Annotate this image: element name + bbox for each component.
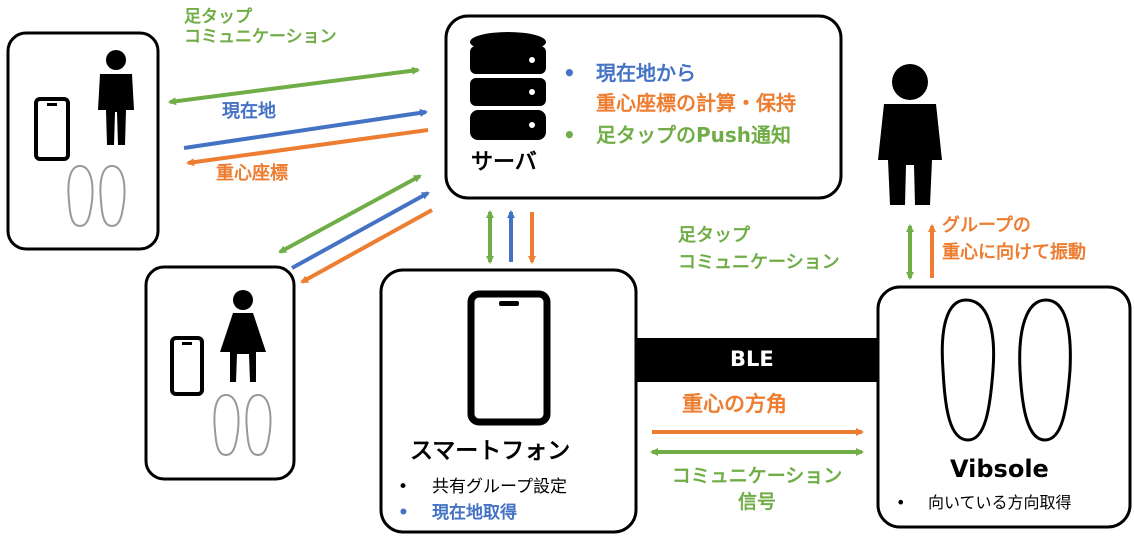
server-title: サーバ (471, 150, 537, 175)
server-bullet-1: 現在地から (596, 61, 696, 85)
comm-signal-line2: 信号 (737, 490, 776, 513)
smartphone-item-2: 現在地取得 (432, 503, 517, 523)
foot-tap-line2: コミュニケーション (184, 26, 337, 47)
user-box-bottom (144, 265, 296, 481)
arrow-foot-tap-bottom (278, 174, 422, 254)
ble-label: BLE (730, 347, 774, 371)
vibrate-line2: 重心に向けて振動 (942, 241, 1086, 263)
arrow-centroid-bottom (300, 208, 433, 284)
ble-bar (636, 338, 878, 382)
arrow-location-bottom (291, 191, 430, 270)
server-bullet-1-marker: • (563, 61, 576, 85)
vibsole-title: Vibsole (950, 455, 1049, 483)
person-foot-tap-line1: 足タップ (678, 225, 750, 246)
vibsole-box (876, 285, 1132, 529)
arrow-centroid-top (186, 128, 429, 167)
direction-label: 重心の方角 (682, 392, 787, 416)
person-male-icon (98, 50, 134, 145)
server-icon (470, 32, 546, 140)
person-vibrate-label: グループの 重心に向けて振動 (942, 215, 1086, 263)
top-location-label: 現在地 (222, 101, 276, 122)
smartphone-item-1: 共有グループ設定 (432, 477, 567, 497)
top-centroid-label: 重心座標 (216, 163, 288, 184)
smartphone-icon (34, 97, 70, 161)
smartphone-icon (170, 336, 204, 396)
server-bullet-1b: 重心座標の計算・保持 (596, 91, 796, 115)
arrow-location-top (183, 108, 428, 150)
server-bullet-2-marker: • (563, 123, 576, 147)
person-foot-tap-label: 足タップ コミュニケーション (678, 225, 840, 273)
smartphone-item-1-marker: • (398, 477, 409, 497)
person-female-icon (220, 290, 266, 382)
comm-signal-label: コミュニケーション 信号 (652, 465, 862, 514)
smartphone-title: スマートフォン (410, 438, 571, 464)
comm-signal-line1: コミュニケーション (671, 465, 843, 487)
person-foot-tap-line2: コミュニケーション (678, 251, 840, 273)
user-box-top (6, 31, 160, 251)
vibrate-line1: グループの (942, 215, 1031, 236)
arrow-foot-tap-top (168, 66, 420, 106)
person-male-icon (878, 64, 942, 205)
footprints-icon (940, 298, 1072, 442)
vibsole-item-1: 向いている方向取得 (928, 493, 1072, 512)
smartphone-box (379, 268, 638, 534)
foot-tap-line1: 足タップ (184, 7, 252, 27)
top-foot-tap-label: 足タップ コミュニケーション (184, 7, 337, 47)
smartphone-icon (467, 290, 551, 426)
server-bullet-2: 足タップのPush通知 (596, 123, 792, 147)
vibsole-item-1-marker: • (896, 493, 906, 512)
smartphone-item-2-marker: • (398, 503, 409, 523)
